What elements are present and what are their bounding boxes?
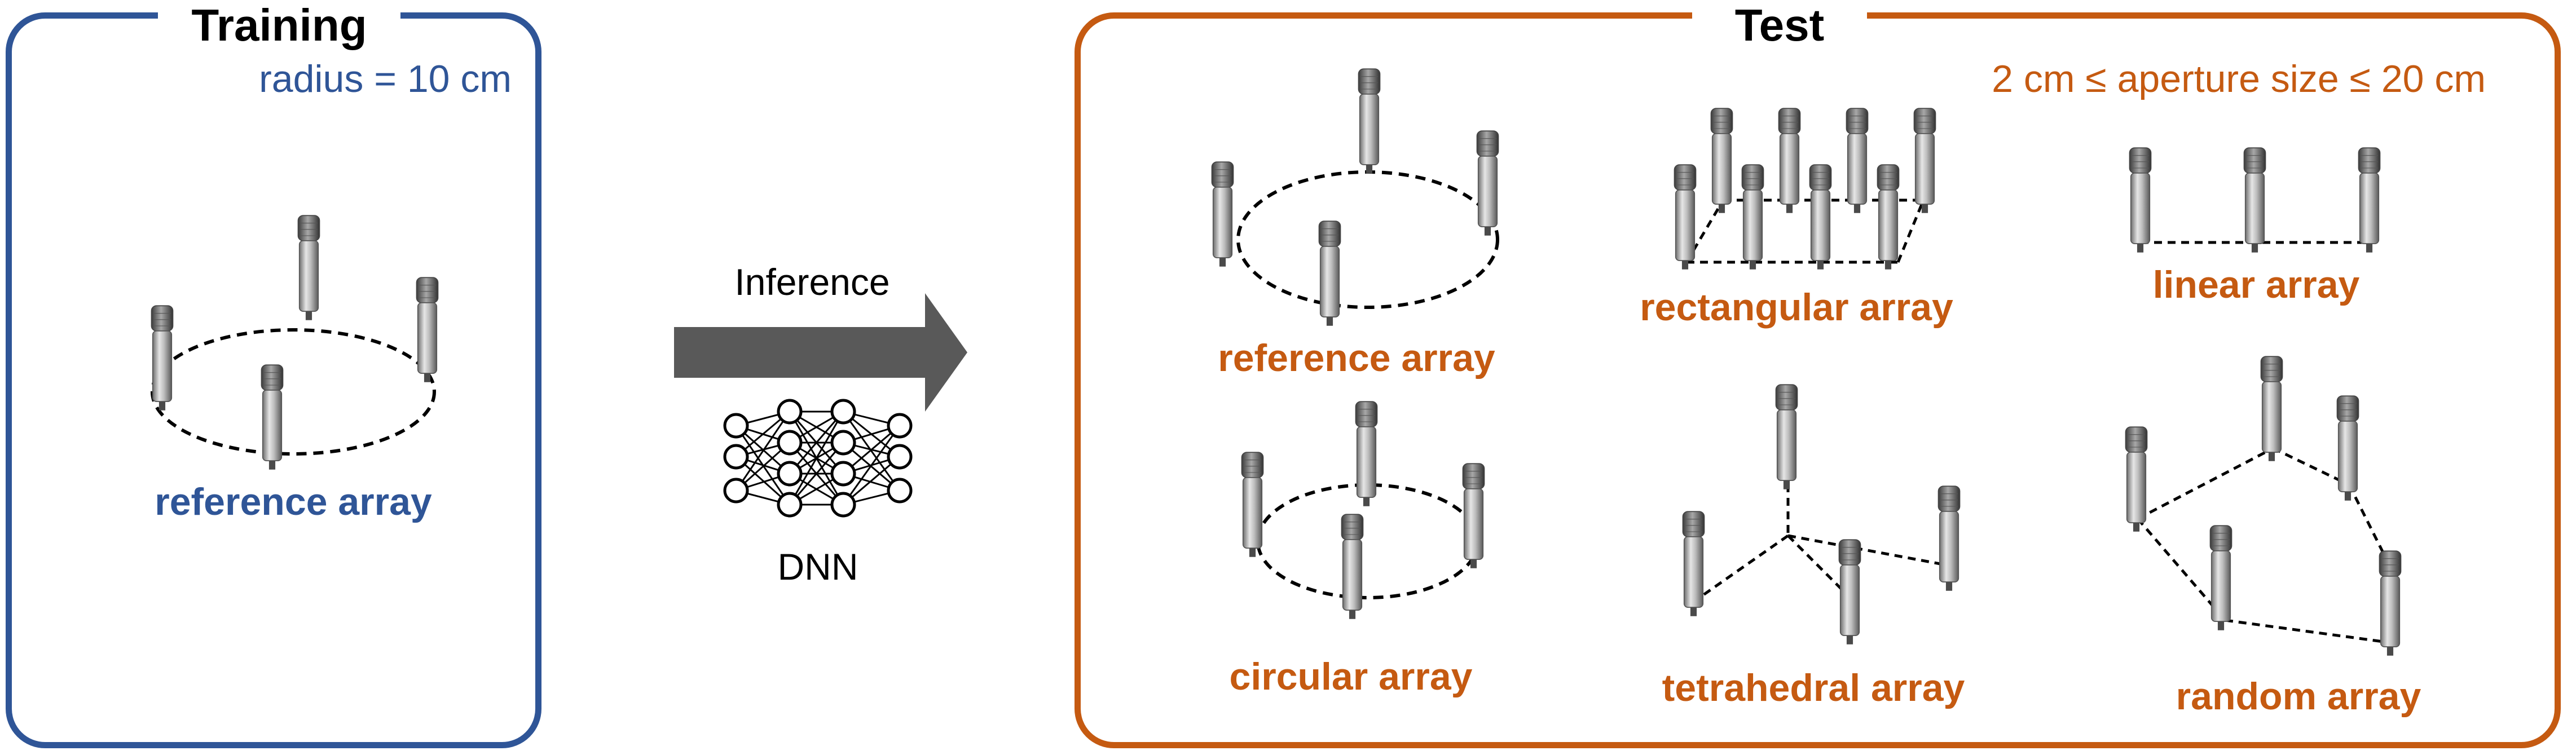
microphone-icon bbox=[1341, 514, 1364, 620]
microphone-icon bbox=[1211, 161, 1234, 267]
microphone-icon bbox=[261, 364, 284, 470]
microphone-icon bbox=[1778, 108, 1801, 214]
microphone-icon bbox=[1741, 164, 1764, 270]
microphone-icon bbox=[1241, 452, 1264, 558]
microphone-icon bbox=[1358, 68, 1381, 174]
test-reference-microphones bbox=[1211, 68, 1499, 326]
microphone-icon bbox=[1913, 108, 1936, 214]
microphone-icon bbox=[2243, 147, 2266, 253]
microphone-icon bbox=[1846, 108, 1869, 214]
aperture-size-note: 2 cm ≤ aperture size ≤ 20 cm bbox=[1992, 58, 2486, 100]
training-title: Training bbox=[158, 0, 400, 51]
rectangular-array-label: rectangular array bbox=[1640, 286, 1953, 329]
training-array-label: reference array bbox=[155, 480, 432, 523]
microphone-icon bbox=[1355, 401, 1378, 507]
training-reference-array bbox=[151, 328, 436, 456]
training-microphones bbox=[151, 215, 439, 470]
neural-network-nodes bbox=[723, 399, 913, 518]
microphone-icon bbox=[1937, 485, 1961, 591]
circular-array-label: circular array bbox=[1229, 655, 1473, 698]
test-tetrahedral-microphones bbox=[1682, 384, 1961, 645]
test-linear-microphones bbox=[2129, 147, 2381, 253]
microphone-icon bbox=[416, 277, 439, 383]
test-title: Test bbox=[1692, 0, 1867, 51]
microphone-icon bbox=[1674, 164, 1697, 270]
test-random-microphones bbox=[2125, 356, 2402, 656]
random-array-label: random array bbox=[2176, 675, 2421, 718]
inference-label: Inference bbox=[734, 261, 890, 303]
test-random-array bbox=[2137, 447, 2393, 644]
microphone-icon bbox=[1462, 463, 1485, 569]
tetrahedral-array-label: tetrahedral array bbox=[1662, 666, 1965, 709]
microphone-icon bbox=[2336, 395, 2359, 501]
microphone-icon bbox=[2209, 525, 2232, 631]
microphone-icon bbox=[1710, 108, 1733, 214]
right-arrow-icon bbox=[674, 293, 967, 412]
microphone-icon bbox=[1318, 220, 1341, 326]
radius-note: radius = 10 cm bbox=[259, 58, 512, 100]
microphone-icon bbox=[2125, 426, 2148, 532]
test-reference-array bbox=[1236, 170, 1499, 309]
microphone-icon bbox=[297, 215, 320, 321]
microphone-icon bbox=[151, 305, 174, 411]
test-tetrahedral-array bbox=[1702, 471, 1941, 604]
reference-array-label: reference array bbox=[1218, 337, 1495, 379]
microphone-icon bbox=[2129, 147, 2152, 253]
microphone-icon bbox=[1877, 164, 1900, 270]
microphone-icon bbox=[1838, 539, 1861, 645]
microphone-icon bbox=[2358, 147, 2381, 253]
dnn-label: DNN bbox=[777, 546, 858, 588]
microphone-icon bbox=[1682, 511, 1705, 617]
linear-array-label: linear array bbox=[2152, 263, 2360, 306]
neural-network-icon bbox=[735, 410, 901, 506]
microphone-icon bbox=[1809, 164, 1832, 270]
microphone-icon bbox=[2379, 550, 2402, 656]
microphone-icon bbox=[1476, 130, 1499, 236]
microphone-icon bbox=[2260, 356, 2283, 462]
microphone-icon bbox=[1775, 384, 1798, 490]
test-rectangular-microphones bbox=[1674, 108, 1936, 270]
